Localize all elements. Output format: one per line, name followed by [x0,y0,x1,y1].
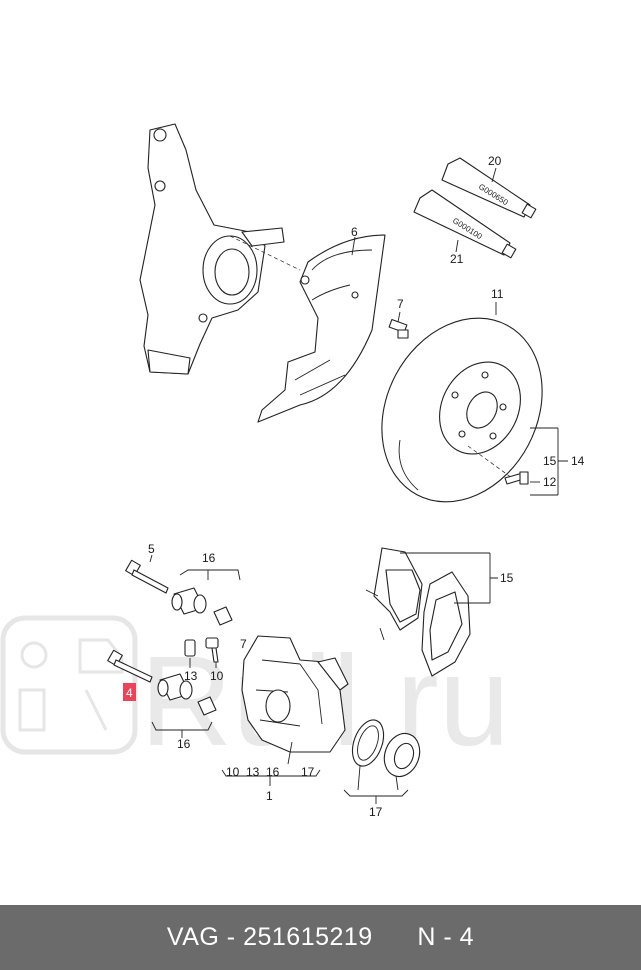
brake-disc [381,317,543,503]
leader-6 [351,236,356,256]
steering-knuckle [139,123,285,375]
callout-15b: 15 [500,571,514,585]
footer-bar: VAG - 251615219 N - 4 [0,905,641,970]
brake-caliper [241,635,349,753]
group-16: 16 [266,765,280,779]
seal-kit [351,719,421,778]
callout-14: 14 [571,454,585,468]
brand-name: VAG [166,923,220,951]
disc-screw [467,445,529,485]
group-17: 17 [301,765,315,779]
position-code: N - 4 [417,923,475,951]
callout-11: 11 [491,287,504,301]
bleed-cap-13 [184,639,196,657]
callout-13: 13 [184,669,198,683]
callout-10: 10 [210,669,224,683]
brake-exploded-diagram: Rull.ru 6 7 G000650 G000100 20 [0,123,585,819]
callout-20: 20 [488,154,502,168]
group-10: 10 [226,765,240,779]
callout-7b: 7 [240,637,247,651]
callout-15a: 15 [543,454,557,468]
callout-6: 6 [351,225,358,239]
gap [373,923,418,952]
brake-pads [365,547,471,677]
splash-shield [257,234,386,423]
callout-1: 1 [266,789,273,803]
guide-bolt-4 [107,649,153,683]
callout-4: 4 [126,686,133,700]
shield-bolt [388,318,409,339]
callout-5: 5 [148,542,155,556]
callout-12: 12 [543,475,557,489]
bleed-screw-10 [205,637,219,663]
highlight-marker [123,683,136,701]
guide-sleeve-16-top [171,587,233,626]
callout-16a: 16 [202,551,216,565]
group-13: 13 [246,765,260,779]
callout-7: 7 [397,297,404,311]
separator: - [219,923,244,951]
guide-sleeve-16-bottom [157,673,217,716]
callout-16b: 16 [177,737,191,751]
guide-bolt-5 [125,559,169,594]
part-number: 251615219 [243,923,373,951]
callout-17: 17 [369,805,383,819]
grease-tube-20: G000650 [441,157,537,219]
callout-21: 21 [450,252,464,266]
